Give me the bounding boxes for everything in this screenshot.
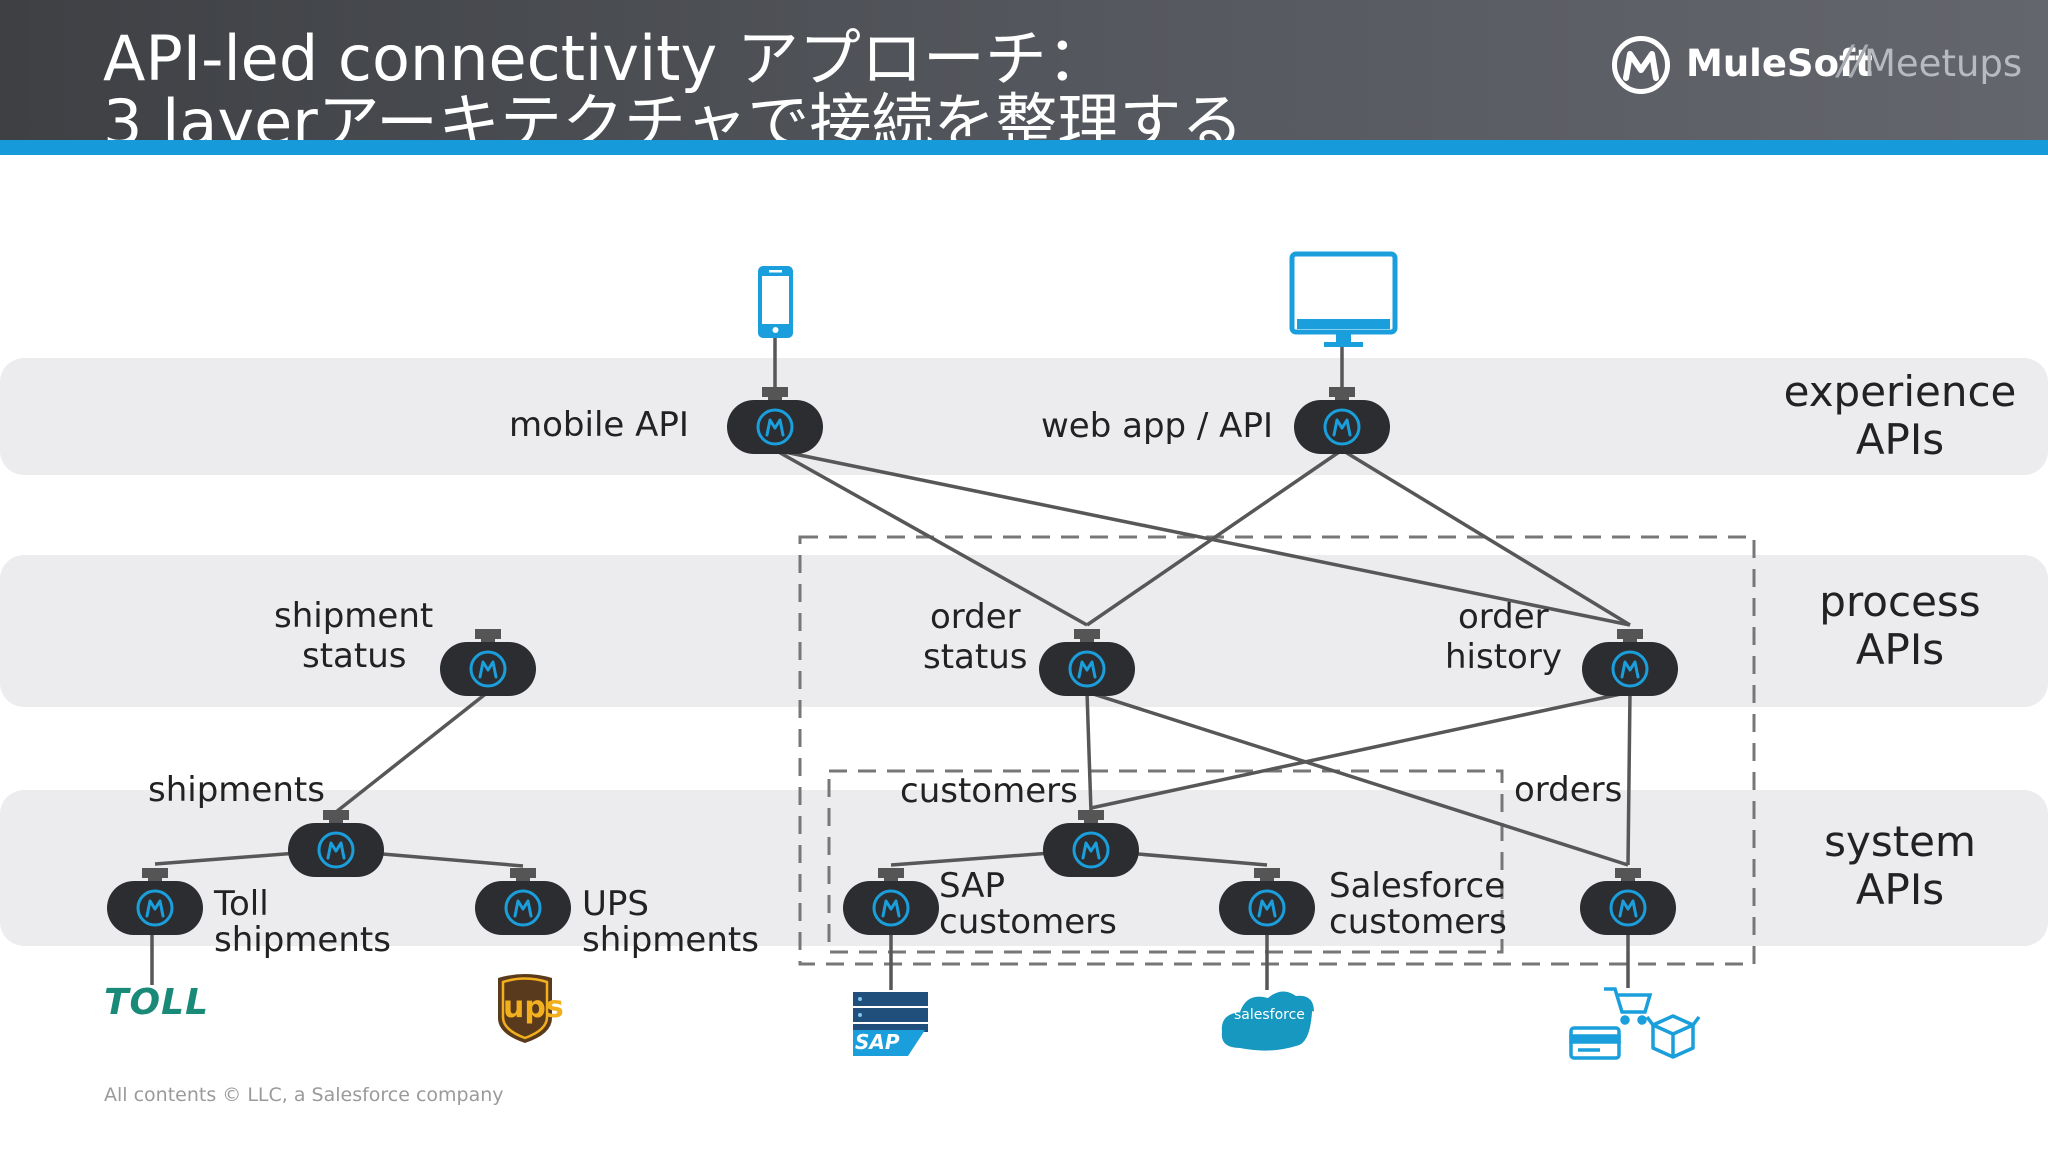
process-layer-label: process APIs <box>1770 578 2030 674</box>
ups-logo-text: ups <box>503 990 564 1025</box>
order-status-label-2: status <box>923 637 1028 677</box>
shipment-status-label-2: status <box>302 636 407 676</box>
connector-lines <box>150 335 1632 990</box>
system-layer-label: system APIs <box>1770 818 2030 914</box>
connector-line <box>1626 691 1632 866</box>
order-domain-group-box <box>798 535 1756 966</box>
order-history-node <box>1580 627 1680 698</box>
system-layer-label-line-1: system <box>1824 817 1976 866</box>
toll-shipments-label-2: shipments <box>214 920 391 960</box>
order-history-label-2: history <box>1445 637 1562 677</box>
connector-line <box>1086 448 1343 627</box>
sap-customers-node <box>841 866 941 937</box>
package-box-icon <box>1645 1014 1701 1059</box>
connector-line <box>774 448 1088 627</box>
sap-server-icon <box>853 992 928 1056</box>
toll-logo-text: TOLL <box>104 982 210 1023</box>
experience-layer-label-line-1: experience <box>1783 367 2017 416</box>
footer-copyright: All contents © LLC, a Salesforce company <box>104 1084 504 1106</box>
shipments-label: shipments <box>148 770 325 810</box>
web-app-api-label: web app / API <box>1041 406 1273 446</box>
title-line-1: API-led connectivity アプローチ： <box>103 22 1109 95</box>
shipment-status-label-1: shipment <box>274 596 434 636</box>
toll-shipments-node <box>105 866 205 937</box>
header-accent-stripe <box>0 140 2048 155</box>
customers-domain-group-box <box>827 769 1504 954</box>
customers-label: customers <box>900 771 1078 811</box>
mulesoft-meetups-logo: MuleSoft // Meetups <box>1612 32 2022 104</box>
order-history-label-1: order <box>1458 597 1549 637</box>
ups-shipments-label-2: shipments <box>582 920 759 960</box>
system-layer-label-line-2: APIs <box>1855 865 1945 914</box>
toll-shipments-label-1: Toll <box>214 884 269 924</box>
connector-line <box>334 690 490 814</box>
salesforce-customers-label-2: customers <box>1329 902 1507 942</box>
connector-line <box>1085 691 1093 813</box>
shopping-cart-icon <box>1604 987 1653 1025</box>
sap-customers-label-2: customers <box>939 902 1117 942</box>
shipments-node <box>286 808 386 879</box>
order-status-label-1: order <box>930 597 1021 637</box>
credit-card-icon <box>1569 1026 1621 1060</box>
brand-name: MuleSoft <box>1686 42 1873 85</box>
header-bar: API-led connectivity アプローチ： 3 layerアーキテク… <box>0 0 2048 159</box>
salesforce-customers-node <box>1217 866 1317 937</box>
web-app-api-node <box>1292 385 1392 456</box>
connector-line <box>1086 690 1629 867</box>
process-layer-band <box>0 555 2048 707</box>
mobile-phone-icon <box>758 266 793 338</box>
brand-separator: // <box>1838 38 1865 84</box>
ups-shipments-label-1: UPS <box>582 884 649 924</box>
process-layer-label-line-1: process <box>1819 577 1981 626</box>
orders-label: orders <box>1514 770 1623 810</box>
connector-line <box>774 448 1631 627</box>
experience-layer-band <box>0 358 2048 475</box>
experience-layer-label-line-2: APIs <box>1855 415 1945 464</box>
toll-logo-icon <box>104 990 214 1016</box>
process-layer-label-line-2: APIs <box>1855 625 1945 674</box>
orders-node <box>1578 866 1678 937</box>
desktop-monitor-icon <box>1289 251 1398 347</box>
mobile-api-label: mobile API <box>509 405 689 445</box>
brand-meetups: Meetups <box>1864 42 2023 85</box>
connector-line <box>1341 448 1631 627</box>
salesforce-cloud-icon <box>1221 991 1314 1051</box>
experience-layer-label: experience APIs <box>1770 368 2030 464</box>
salesforce-customers-label-1: Salesforce <box>1329 866 1506 906</box>
sap-customers-label-1: SAP <box>939 866 1005 906</box>
mobile-api-node <box>725 385 825 456</box>
mulesoft-logo-icon <box>1612 36 1670 94</box>
customers-node <box>1041 808 1141 879</box>
shipment-status-node <box>438 627 538 698</box>
connector-line <box>1090 690 1631 810</box>
sap-logo-text: SAP <box>855 1030 900 1054</box>
order-status-node <box>1037 627 1137 698</box>
ups-shipments-node <box>473 866 573 937</box>
salesforce-logo-text: salesforce <box>1234 1007 1305 1023</box>
ups-logo-icon <box>498 974 552 1043</box>
